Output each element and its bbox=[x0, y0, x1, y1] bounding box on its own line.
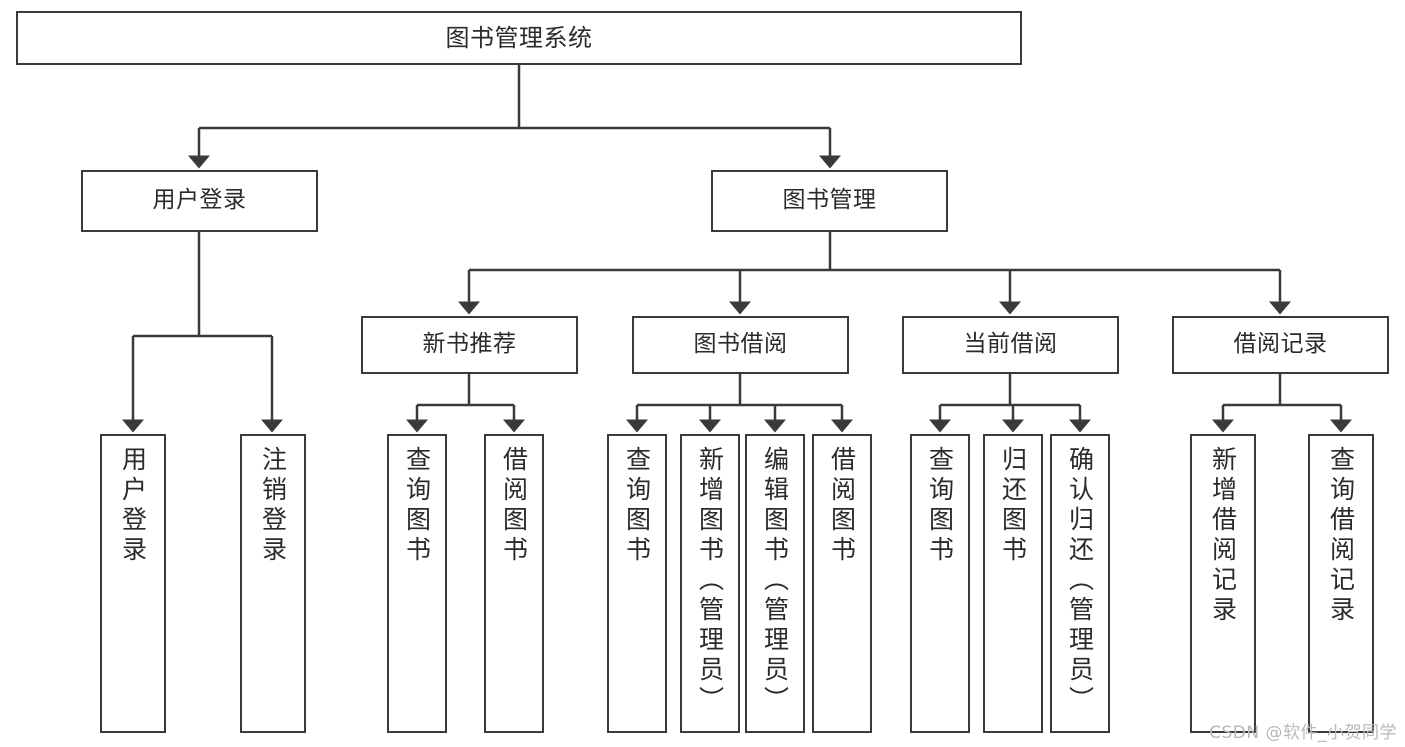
node-borrow-record[interactable]: 借阅记录 bbox=[1172, 316, 1389, 374]
node-leaf-borrow-book-1-label: 借阅图书 bbox=[499, 446, 529, 566]
node-leaf-query-book-2[interactable]: 查询图书 bbox=[607, 434, 667, 733]
node-new-book-recommend-label: 新书推荐 bbox=[422, 331, 517, 358]
node-leaf-borrow-book-2[interactable]: 借阅图书 bbox=[812, 434, 872, 733]
node-leaf-query-book-1[interactable]: 查询图书 bbox=[387, 434, 447, 733]
node-leaf-query-book-2-label: 查询图书 bbox=[622, 446, 652, 566]
node-leaf-query-record[interactable]: 查询借阅记录 bbox=[1308, 434, 1374, 733]
node-leaf-return-book[interactable]: 归还图书 bbox=[983, 434, 1043, 733]
node-leaf-query-record-label: 查询借阅记录 bbox=[1326, 446, 1356, 626]
node-current-borrow-label: 当前借阅 bbox=[963, 331, 1058, 358]
node-leaf-edit-book-label: 编辑图书（管理员） bbox=[760, 446, 790, 716]
node-leaf-edit-book[interactable]: 编辑图书（管理员） bbox=[745, 434, 805, 733]
node-root-label: 图书管理系统 bbox=[445, 23, 593, 52]
node-leaf-return-book-label: 归还图书 bbox=[998, 446, 1028, 566]
node-leaf-add-book-label: 新增图书（管理员） bbox=[695, 446, 725, 716]
node-book-borrow[interactable]: 图书借阅 bbox=[632, 316, 849, 374]
node-leaf-user-login-label: 用户登录 bbox=[118, 446, 148, 566]
node-leaf-query-book-1-label: 查询图书 bbox=[402, 446, 432, 566]
node-new-book-recommend[interactable]: 新书推荐 bbox=[361, 316, 578, 374]
node-root[interactable]: 图书管理系统 bbox=[16, 11, 1022, 65]
node-user-login[interactable]: 用户登录 bbox=[81, 170, 318, 232]
node-leaf-query-book-3-label: 查询图书 bbox=[925, 446, 955, 566]
node-leaf-borrow-book-2-label: 借阅图书 bbox=[827, 446, 857, 566]
node-leaf-logout-label: 注销登录 bbox=[258, 446, 288, 566]
node-leaf-user-login[interactable]: 用户登录 bbox=[100, 434, 166, 733]
node-leaf-add-book[interactable]: 新增图书（管理员） bbox=[680, 434, 740, 733]
node-leaf-add-record[interactable]: 新增借阅记录 bbox=[1190, 434, 1256, 733]
node-leaf-add-record-label: 新增借阅记录 bbox=[1208, 446, 1238, 626]
node-leaf-confirm-return-label: 确认归还（管理员） bbox=[1065, 446, 1095, 716]
node-book-manage-label: 图书管理 bbox=[782, 187, 877, 214]
watermark: CSDN @软件_小贺同学 bbox=[1209, 723, 1397, 743]
node-current-borrow[interactable]: 当前借阅 bbox=[902, 316, 1119, 374]
node-book-manage[interactable]: 图书管理 bbox=[711, 170, 948, 232]
node-leaf-confirm-return[interactable]: 确认归还（管理员） bbox=[1050, 434, 1110, 733]
node-leaf-logout[interactable]: 注销登录 bbox=[240, 434, 306, 733]
node-leaf-borrow-book-1[interactable]: 借阅图书 bbox=[484, 434, 544, 733]
node-book-borrow-label: 图书借阅 bbox=[693, 331, 788, 358]
node-borrow-record-label: 借阅记录 bbox=[1233, 331, 1328, 358]
node-leaf-query-book-3[interactable]: 查询图书 bbox=[910, 434, 970, 733]
node-user-login-label: 用户登录 bbox=[152, 187, 247, 214]
